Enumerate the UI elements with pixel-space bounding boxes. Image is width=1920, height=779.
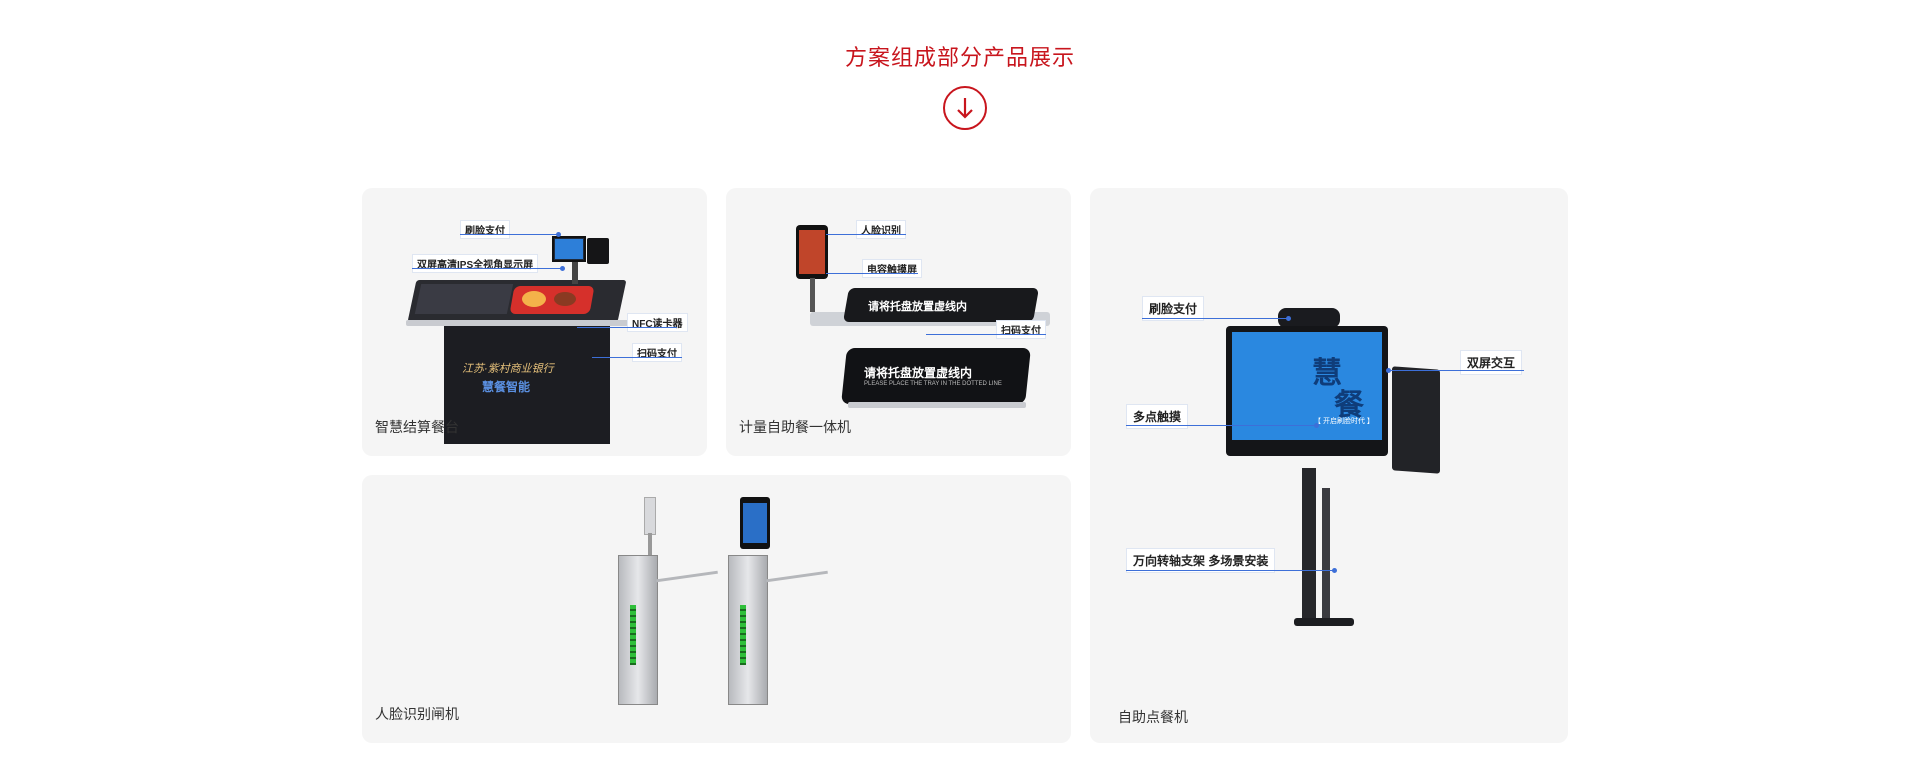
checkout-table-image: 江苏·紫村商业银行 慧餐智能: [362, 188, 707, 456]
callout-touch-screen: 电容触摸屏: [862, 259, 922, 278]
callout-dual-screen: 双屏高清IPS全视角显示屏: [412, 254, 539, 273]
product-card-gate[interactable]: 人脸识别闸机: [362, 475, 1071, 743]
bank-logo-text: 江苏·紫村商业银行: [462, 363, 554, 375]
card-label-checkout: 智慧结算餐台: [375, 419, 459, 435]
callout-face-pay: 刷脸支付: [1142, 296, 1205, 321]
weighing-machine-image: 请将托盘放置虚线内 请将托盘放置虚线内 PLEASE PLACE THE TRA…: [726, 188, 1071, 456]
callout-scan-pay: 扫码支付: [996, 320, 1046, 339]
callout-bracket: 万向转轴支架 多场景安装: [1126, 548, 1276, 573]
card-label-ordering: 自助点餐机: [1118, 709, 1188, 725]
product-card-weighing[interactable]: 请将托盘放置虚线内 请将托盘放置虚线内 PLEASE PLACE THE TRA…: [726, 188, 1071, 456]
card-label-weighing: 计量自助餐一体机: [739, 419, 851, 435]
brand-logo-text: 慧餐智能: [482, 380, 531, 394]
face-gate-image: [362, 475, 1071, 743]
callout-dual-screen: 双屏交互: [1460, 350, 1523, 375]
callout-face-id: 人脸识别: [856, 220, 906, 239]
card-label-gate: 人脸识别闸机: [375, 706, 459, 722]
screen-big-char-2: 餐: [1334, 389, 1364, 422]
section-title: 方案组成部分产品展示: [844, 45, 1075, 70]
callout-scan-pay: 扫码支付: [632, 343, 682, 362]
tray-lower-text: 请将托盘放置虚线内: [864, 366, 973, 380]
callout-nfc: NFC读卡器: [627, 313, 688, 332]
ordering-kiosk-image: 慧 餐 【 开启刷脸时代 】: [1090, 188, 1568, 743]
callout-face-pay: 刷脸支付: [460, 220, 510, 239]
tray-lower-subtext: PLEASE PLACE THE TRAY IN THE DOTTED LINE: [864, 381, 1002, 387]
tray-upper-text: 请将托盘放置虚线内: [868, 301, 967, 313]
screen-big-char-1: 慧: [1312, 357, 1342, 390]
arrow-down-icon[interactable]: [943, 86, 987, 130]
callout-multi-touch: 多点触摸: [1126, 404, 1189, 429]
product-card-checkout[interactable]: 江苏·紫村商业银行 慧餐智能 刷脸支付 双屏高清IPS全视角显示屏 NFC读卡器…: [362, 188, 707, 456]
product-card-ordering[interactable]: 慧 餐 【 开启刷脸时代 】 刷脸支付 双屏交互 多点触摸 万向转轴支架 多场景…: [1090, 188, 1568, 743]
screen-subtext: 【 开启刷脸时代 】: [1314, 418, 1374, 425]
